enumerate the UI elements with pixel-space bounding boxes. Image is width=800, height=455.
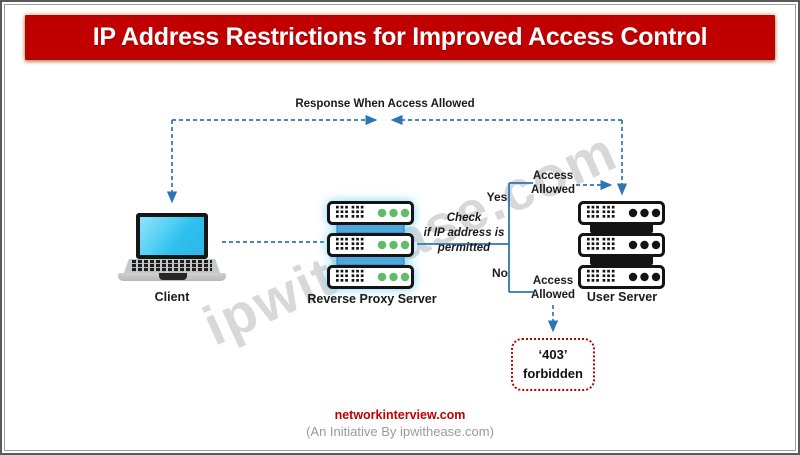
laptop-screen <box>136 213 208 259</box>
yes-label: Yes <box>486 190 508 204</box>
forbidden-403-box: ‘403’ forbidden <box>511 338 595 391</box>
no-label: No <box>492 266 508 280</box>
page-title: IP Address Restrictions for Improved Acc… <box>92 23 708 51</box>
client-label: Client <box>154 290 190 304</box>
laptop-keyboard <box>124 259 220 273</box>
check-label-line1: Check <box>446 212 482 224</box>
footer-site-link: networkinterview.com <box>334 408 466 422</box>
title-banner: IP Address Restrictions for Improved Acc… <box>25 15 775 60</box>
response-when-access-allowed-label: Response When Access Allowed <box>295 98 475 110</box>
access-allowed-yes-label: Access Allowed <box>530 170 576 196</box>
check-label-line2: if IP address is <box>423 226 505 239</box>
access-allowed-no-label: Access Allowed <box>530 275 576 301</box>
check-ip-permitted-label: Check if IP address is permitted <box>414 211 514 256</box>
footer-initiative-text: (An Initiative By ipwithease.com) <box>306 424 494 439</box>
forbidden-code: ‘403’ <box>538 346 568 362</box>
user-server-label: User Server <box>586 290 658 304</box>
reverse-proxy-server-icon <box>327 201 415 289</box>
client-laptop-icon <box>118 210 226 282</box>
laptop-trackpad <box>159 273 187 280</box>
laptop-keys <box>132 260 212 272</box>
check-label-line3: permitted <box>437 241 491 254</box>
reverse-proxy-server-label: Reverse Proxy Server <box>307 292 437 306</box>
forbidden-text: forbidden <box>523 365 583 381</box>
user-server-icon <box>578 201 666 289</box>
decision-branch-lines <box>417 182 533 293</box>
